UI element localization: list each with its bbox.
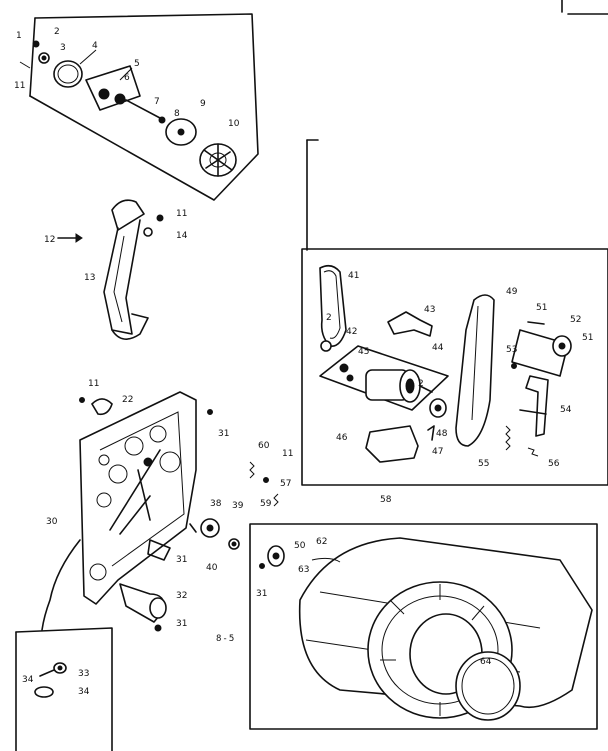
callout-31-c: 31 (176, 619, 187, 629)
callout-51: 51 (536, 303, 547, 313)
callout-31-a: 31 (218, 429, 229, 439)
callout-2-c: 2 (326, 313, 332, 323)
callout-32: 32 (176, 591, 187, 601)
callout-50: 50 (294, 541, 306, 551)
callout-39: 39 (232, 501, 244, 511)
callout-57: 57 (280, 479, 291, 489)
callout-22: 22 (122, 395, 133, 405)
callout-14: 14 (176, 231, 188, 241)
callout-54: 54 (560, 405, 572, 415)
callout-11-a: 11 (14, 81, 25, 91)
callout-11-c: 11 (88, 379, 99, 389)
callout-64: 64 (480, 657, 492, 667)
callout-1: 1 (16, 31, 22, 41)
callout-34-b: 34 (78, 687, 90, 697)
drum-roller-icon (119, 583, 167, 632)
callout-10: 10 (228, 119, 240, 129)
callout-2-b: 2 (418, 379, 424, 389)
front-bulkhead (41, 391, 213, 631)
callout-63: 63 (298, 565, 309, 575)
callout-34-a: 34 (22, 675, 34, 685)
callout-9: 9 (200, 99, 206, 109)
callout-53: 53 (506, 345, 517, 355)
callout-38: 38 (210, 499, 222, 509)
callout-47: 47 (432, 447, 443, 457)
rear-bearing-parts (189, 461, 279, 550)
callout-46: 46 (336, 433, 348, 443)
callout-44: 44 (432, 343, 444, 353)
callout-45: 45 (358, 347, 369, 357)
exhaust-duct (57, 199, 164, 340)
callout-6: 6 (124, 73, 130, 83)
callout-11-b: 11 (176, 209, 187, 219)
callout-59: 59 (260, 499, 272, 509)
callout-62: 62 (316, 537, 327, 547)
callout-30: 30 (46, 517, 58, 527)
callout-2: 2 (54, 27, 60, 37)
callout-41: 41 (348, 271, 359, 281)
callout-4: 4 (92, 41, 98, 51)
callout-56: 56 (548, 459, 560, 469)
motor-icon (365, 369, 433, 403)
drum-icon (298, 537, 593, 719)
callout-33: 33 (78, 669, 89, 679)
callout-55: 55 (478, 459, 489, 469)
inset-thermostat (15, 627, 113, 751)
callout-51-b: 51 (582, 333, 593, 343)
callout-52: 52 (570, 315, 581, 325)
callout-7: 7 (154, 97, 160, 107)
callout-5: 5 (134, 59, 140, 69)
callout-31-b: 31 (176, 555, 187, 565)
inset-blower-assembly (19, 13, 259, 201)
callout-3: 3 (60, 43, 66, 53)
callout-31-d: 31 (256, 589, 267, 599)
callout-8: 8 (174, 109, 180, 119)
callout-42: 42 (346, 327, 357, 337)
callout-49: 49 (506, 287, 518, 297)
idler-pulley-icon (511, 321, 572, 377)
callout-12: 12 (44, 235, 55, 245)
callout-labels: 1 2 3 4 5 6 7 8 9 10 11 11 11 11 12 13 1… (14, 27, 593, 697)
callout-13: 13 (84, 273, 95, 283)
callout-40: 40 (206, 563, 218, 573)
inset-drum (249, 523, 598, 730)
callout-11-d: 11 (282, 449, 293, 459)
callout-43: 43 (424, 305, 435, 315)
blower-wheel-icon (199, 143, 237, 177)
figure-caption: 8-5 (216, 634, 235, 644)
callout-58: 58 (380, 495, 392, 505)
callout-48: 48 (436, 429, 448, 439)
inset-motor-assembly (301, 248, 608, 486)
callout-60: 60 (258, 441, 270, 451)
